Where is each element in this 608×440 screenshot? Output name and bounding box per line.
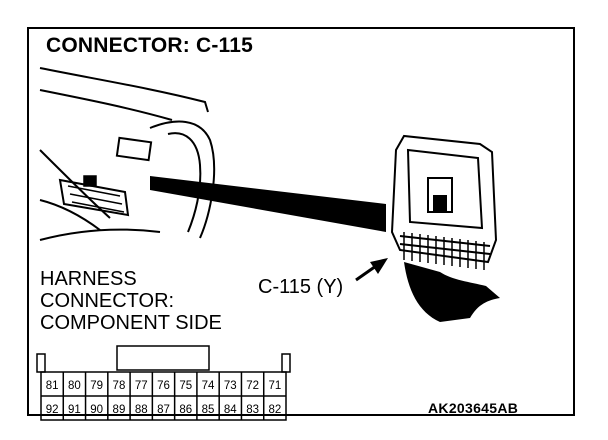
pin-number: 86	[179, 404, 192, 416]
wire-harness	[404, 262, 500, 322]
pin-number: 88	[135, 404, 148, 416]
harness-line-1: HARNESS	[40, 268, 137, 290]
connector-face-diagram	[36, 345, 291, 421]
pin-number: 78	[113, 380, 126, 392]
pin-number: 71	[268, 380, 281, 392]
connector-pins	[403, 232, 485, 270]
pin-number: 84	[224, 404, 237, 416]
pin-number: 79	[90, 380, 103, 392]
harness-line-2: CONNECTOR:	[40, 290, 175, 312]
pin-number: 92	[46, 404, 59, 416]
pin-number: 82	[268, 404, 281, 416]
pin-number: 83	[246, 404, 259, 416]
pin-number: 85	[202, 404, 215, 416]
pin-number: 76	[157, 380, 170, 392]
pin-number: 74	[202, 380, 215, 392]
dashboard-drawing	[39, 67, 216, 241]
pin-number: 73	[224, 380, 237, 392]
pin-number: 91	[68, 404, 81, 416]
pin-number: 72	[246, 380, 259, 392]
pin-number: 75	[179, 380, 192, 392]
pin-number: 89	[113, 404, 126, 416]
connector-body	[390, 134, 498, 264]
dashboard-connector	[67, 175, 125, 213]
harness-line-3: COMPONENT SIDE	[40, 312, 222, 334]
callout-label: C-115 (Y)	[258, 276, 344, 298]
pin-number: 81	[46, 380, 59, 392]
connector-title: CONNECTOR: C-115	[46, 34, 254, 57]
pin-number: 87	[157, 404, 170, 416]
pin-number: 80	[68, 380, 81, 392]
pin-number: 77	[135, 380, 148, 392]
harness-label: HARNESS CONNECTOR: COMPONENT SIDE	[40, 268, 222, 334]
callout-arrow-icon	[355, 258, 388, 282]
pointer-beam	[150, 176, 386, 232]
pin-number: 90	[90, 404, 103, 416]
figure-code: AK203645AB	[428, 400, 519, 416]
